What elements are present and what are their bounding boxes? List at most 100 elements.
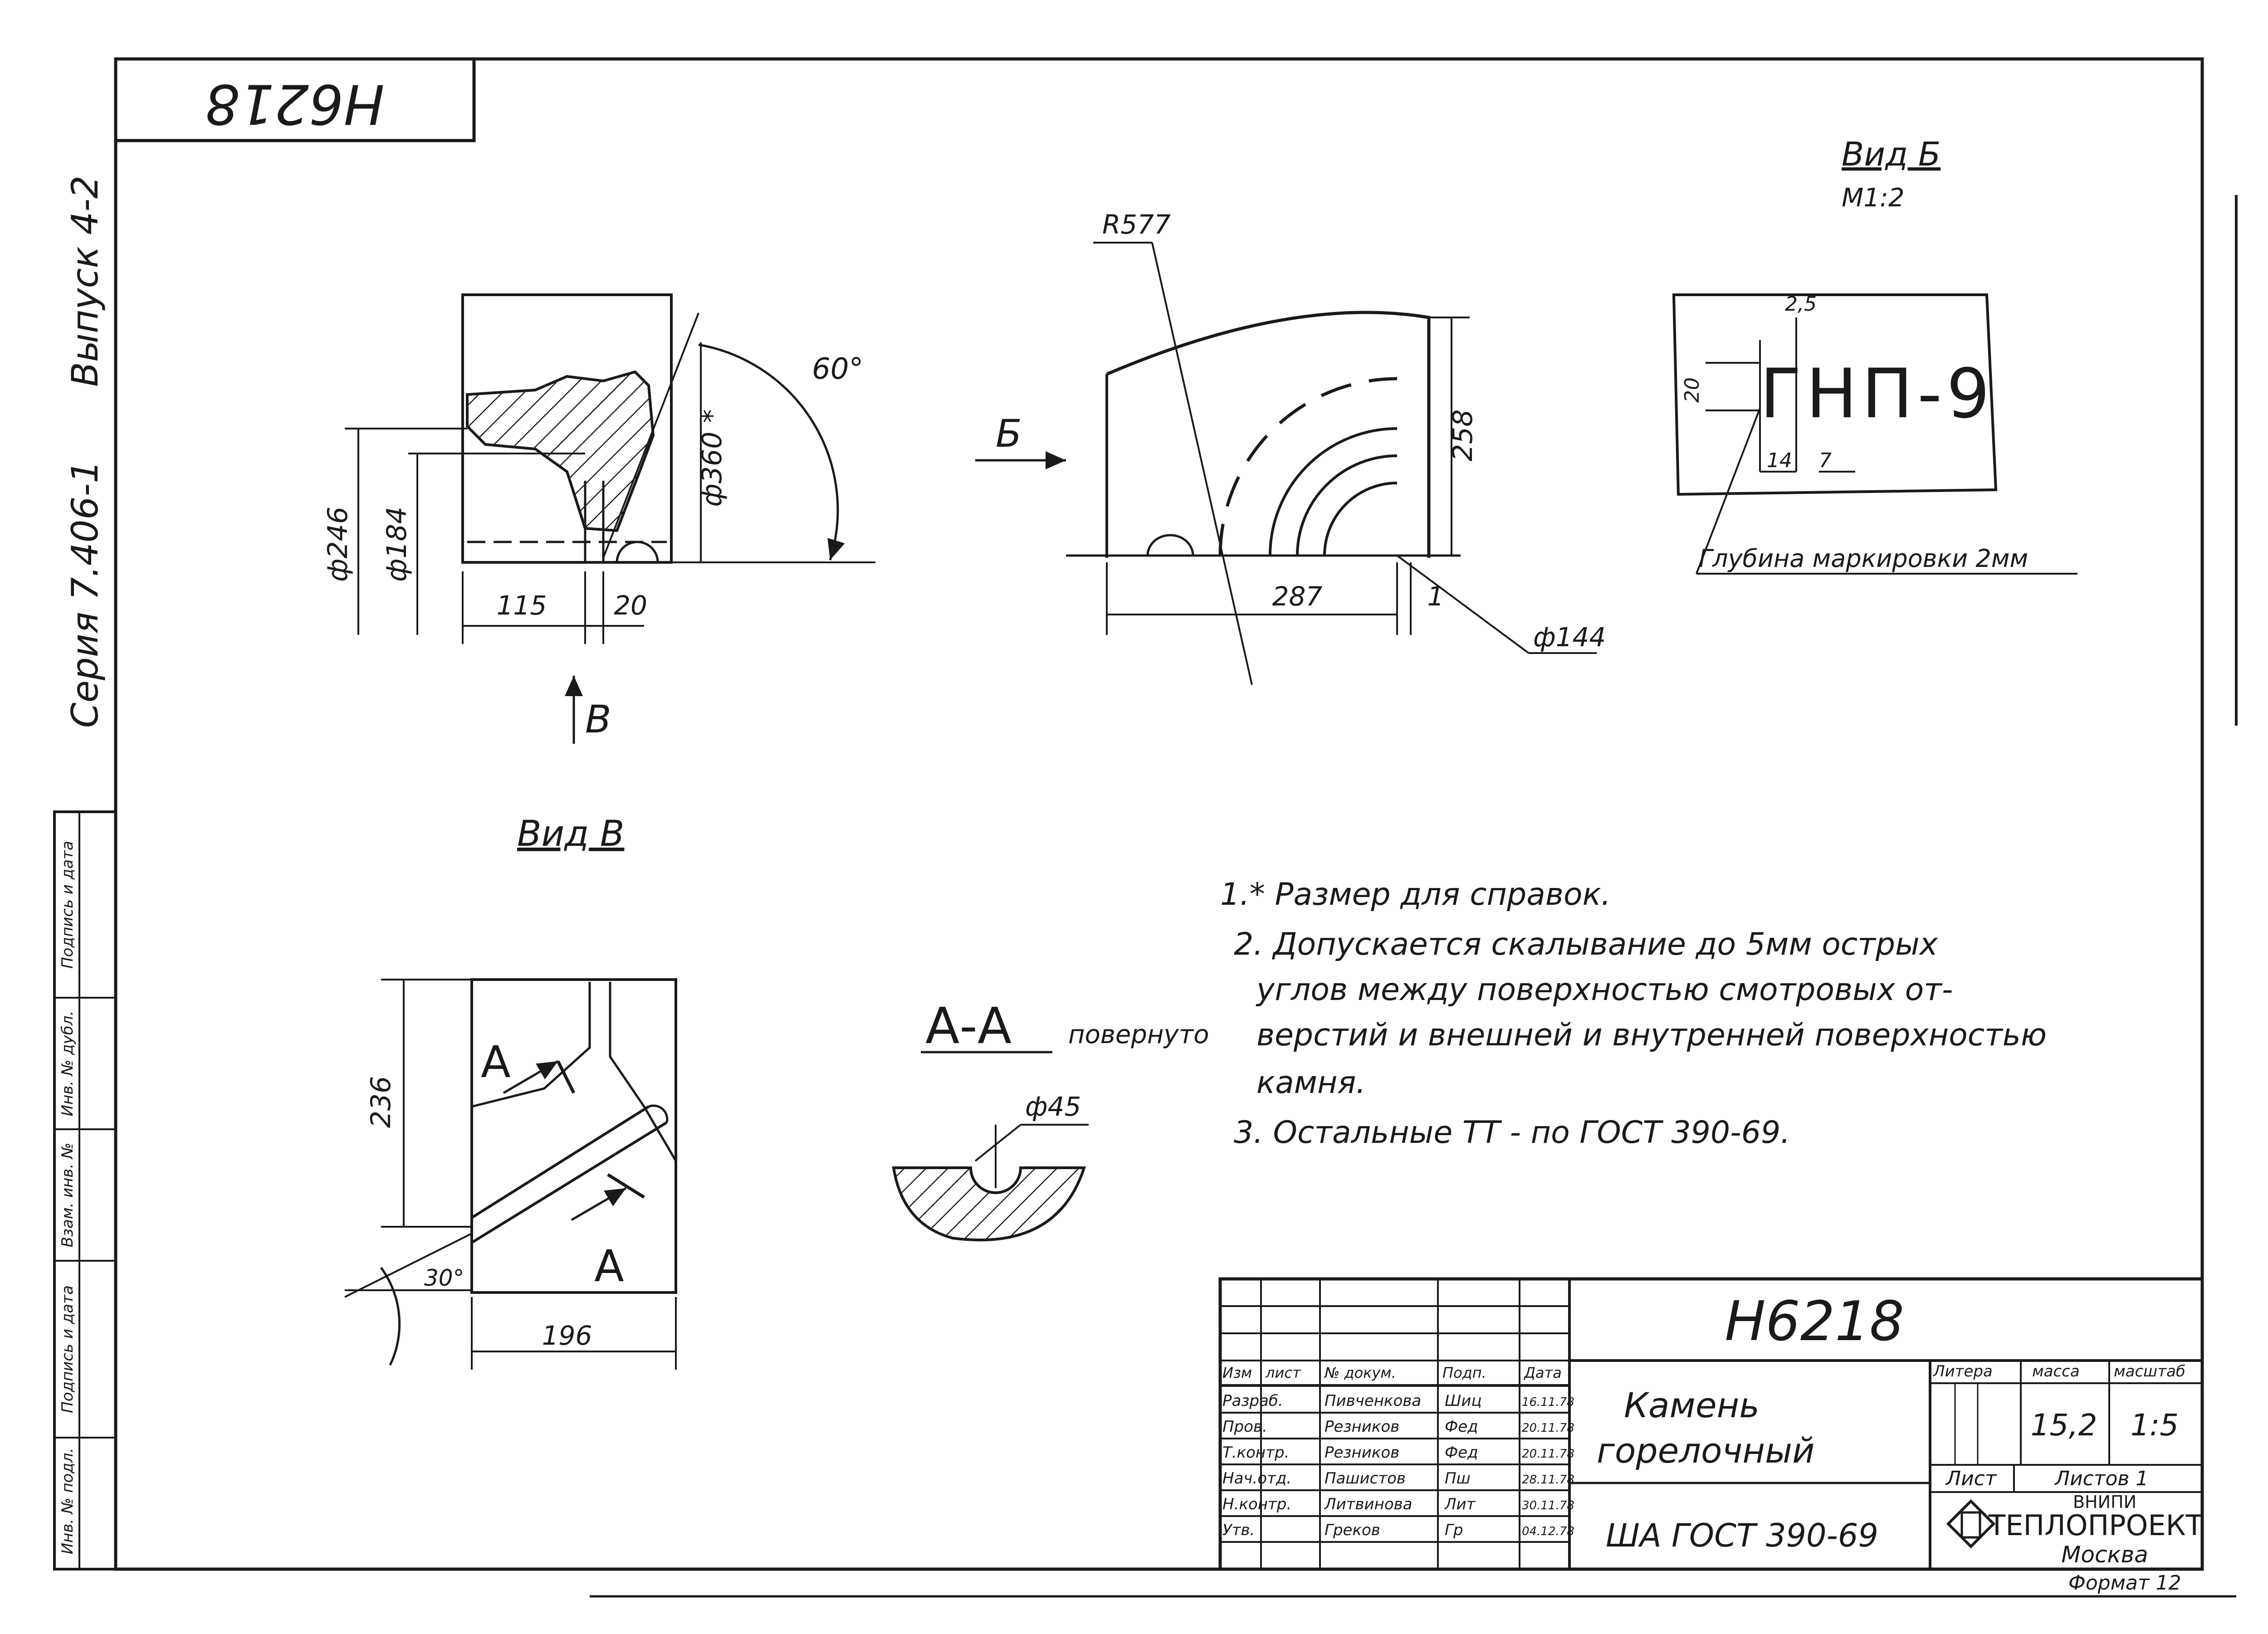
marking-text: ГНП-9 xyxy=(1760,355,1994,434)
dim-phi246: ф246 xyxy=(322,507,354,582)
row-sign: Фед xyxy=(1445,1444,1478,1462)
dim-287: 287 xyxy=(1272,581,1323,612)
dim-2-5: 2,5 xyxy=(1785,293,1817,316)
view-arrow-v: В xyxy=(585,697,611,741)
header-date: Дата xyxy=(1523,1364,1562,1381)
row-date: 28.11.78 xyxy=(1522,1473,1574,1487)
dim-phi45: ф45 xyxy=(1025,1091,1081,1122)
title-block: Н6218 Камень горелочный ША ГОСТ 390-69 И… xyxy=(1218,1277,2204,1571)
section-aa-hatch xyxy=(892,1166,1086,1242)
org-city: Москва xyxy=(2061,1541,2148,1568)
view-b-scale: М1:2 xyxy=(1842,183,1904,213)
note-line: 2. Допускается скалывание до 5мм острых xyxy=(1234,927,1938,962)
margin-box-label: Подпись и дата xyxy=(59,841,77,969)
dim-7: 7 xyxy=(1819,449,1832,472)
row-sign: Гр xyxy=(1445,1521,1463,1539)
front-view: ф246 ф184 ф360 * 60° 115 20 В xyxy=(322,293,875,744)
dim-14: 14 xyxy=(1767,449,1792,472)
side-view: R577 258 287 1 ф144 Б xyxy=(975,209,1606,685)
row-sign: Фед xyxy=(1445,1418,1478,1436)
sheet-format: Формат 12 xyxy=(2068,1571,2181,1595)
row-name: Греков xyxy=(1325,1521,1380,1539)
row-role: Пров. xyxy=(1222,1418,1267,1436)
section-aa: А-А повернуто ф45 xyxy=(892,997,1209,1242)
dim-phi360: ф360 * xyxy=(696,410,728,507)
note-line: верстий и внешней и внутренней поверхнос… xyxy=(1256,1017,2047,1053)
row-sign: Шиц xyxy=(1445,1392,1482,1410)
part-name-2: горелочный xyxy=(1597,1430,1815,1471)
sheet-label: Лист xyxy=(1945,1467,1997,1490)
left-margin: Серия 7.406-1 Выпуск 4-2 Инв. № подл. По… xyxy=(53,176,117,1571)
row-role: Разраб. xyxy=(1222,1392,1283,1410)
view-b: Вид Б М1:2 ГНП-9 2,5 20 14 7 Глубина мар… xyxy=(1672,135,2077,575)
marking-depth-note: Глубина маркировки 2мм xyxy=(1699,544,2028,573)
note-line: углов между поверхностью смотровых от- xyxy=(1256,972,1953,1008)
header-doc: № докум. xyxy=(1324,1364,1396,1381)
mass-value: 15,2 xyxy=(2031,1408,2097,1443)
row-name: Пивченкова xyxy=(1325,1392,1421,1410)
dim-angle30: 30° xyxy=(424,1265,464,1291)
doc-code: Н6218 xyxy=(1725,1290,1904,1353)
issue-label: Выпуск 4-2 xyxy=(64,176,106,387)
view-arrow-b: Б xyxy=(996,411,1022,456)
scale-value: 1:5 xyxy=(2131,1408,2179,1443)
section-aa-subtitle: повернуто xyxy=(1068,1020,1209,1049)
scale-label: масштаб xyxy=(2114,1362,2185,1380)
header-sign: Подп. xyxy=(1442,1364,1486,1381)
row-name: Пашистов xyxy=(1325,1469,1406,1488)
row-role: Нач.отд. xyxy=(1222,1469,1291,1488)
margin-box-label: Инв. № дубл. xyxy=(59,1011,77,1117)
section-aa-title: А-А xyxy=(925,997,1012,1055)
dim-r577: R577 xyxy=(1102,209,1171,240)
note-line: 3. Остальные ТТ - по ГОСТ 390-69. xyxy=(1234,1115,1790,1151)
view-v: Вид В 236 196 30° А А xyxy=(344,814,677,1370)
row-date: 30.11.78 xyxy=(1522,1499,1574,1512)
dim-angle60: 60° xyxy=(812,352,863,386)
header-list: лист xyxy=(1265,1364,1301,1381)
dim-1: 1 xyxy=(1427,581,1444,612)
row-date: 20.11.78 xyxy=(1522,1421,1574,1435)
stamp-code: Н6218 xyxy=(205,72,385,135)
row-sign: Лит xyxy=(1444,1495,1476,1513)
note-line: 1.* Размер для справок. xyxy=(1220,877,1611,912)
dim-phi144: ф144 xyxy=(1533,622,1606,653)
dim-20-marking: 20 xyxy=(1681,377,1704,403)
row-sign: Пш xyxy=(1445,1469,1471,1488)
margin-box-label: Инв. № подл. xyxy=(59,1448,77,1555)
header-izm: Изм xyxy=(1222,1364,1252,1381)
dim-196: 196 xyxy=(542,1320,592,1351)
series-label: Серия 7.406-1 xyxy=(64,460,106,728)
row-role: Т.контр. xyxy=(1222,1444,1289,1462)
section-mark-a-top: А xyxy=(481,1037,511,1088)
litera-label: Литера xyxy=(1932,1362,1993,1380)
rotated-stamp: Н6218 xyxy=(114,57,476,142)
row-name: Резников xyxy=(1325,1444,1399,1462)
org-logo-icon xyxy=(1946,1499,1996,1549)
org-name: ТЕПЛОПРОЕКТ xyxy=(1988,1509,2204,1542)
margin-box-label: Взам. инв. № xyxy=(59,1143,77,1248)
row-name: Резников xyxy=(1325,1418,1399,1436)
part-name-1: Камень xyxy=(1624,1385,1760,1425)
row-role: Н.контр. xyxy=(1222,1495,1291,1513)
row-date: 04.12.78 xyxy=(1522,1525,1574,1538)
note-line: камня. xyxy=(1256,1065,1366,1101)
front-section-hatch xyxy=(466,370,655,532)
margin-box-label: Подпись и дата xyxy=(59,1285,77,1413)
dim-258: 258 xyxy=(1447,410,1479,462)
material: ША ГОСТ 390-69 xyxy=(1606,1517,1878,1554)
notes: 1.* Размер для справок. 2. Допускается с… xyxy=(1220,877,2047,1151)
section-mark-a-bottom: А xyxy=(594,1241,624,1292)
row-role: Утв. xyxy=(1222,1521,1255,1539)
dim-phi184: ф184 xyxy=(381,507,413,582)
row-date: 20.11.78 xyxy=(1522,1447,1574,1461)
dim-236: 236 xyxy=(365,1076,397,1128)
dim-20: 20 xyxy=(614,590,647,621)
view-b-title: Вид Б xyxy=(1842,135,1941,173)
dim-115: 115 xyxy=(497,590,547,621)
mass-label: масса xyxy=(2032,1362,2080,1380)
row-date: 16.11.78 xyxy=(1522,1395,1574,1409)
row-name: Литвинова xyxy=(1324,1495,1413,1513)
sheets-label: Листов 1 xyxy=(2054,1467,2148,1490)
org-top: ВНИПИ xyxy=(2073,1492,2136,1512)
